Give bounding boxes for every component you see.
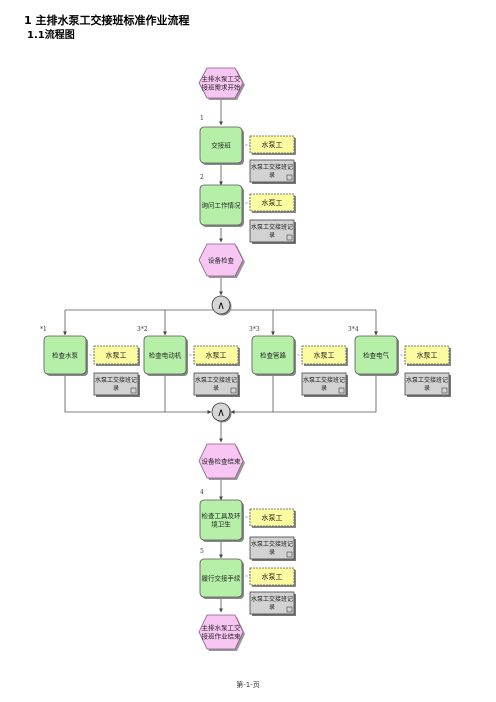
role-pump-operator-8: 水泵工 (249, 567, 296, 587)
document-label: 水泵工交接班记 (95, 376, 137, 384)
document-icon (286, 174, 293, 181)
role-label: 水泵工 (262, 140, 283, 149)
role-pump-operator-2: 水泵工 (249, 193, 296, 213)
document-icon (130, 387, 137, 394)
document-label: 录 (269, 171, 275, 179)
document-icon (338, 387, 345, 394)
role-pump-operator-1: 水泵工 (249, 135, 296, 155)
document-label: 水泵工交接班记 (406, 376, 448, 384)
function-label: 履行交接手续 (202, 573, 242, 582)
role-pump-operator-3: 水泵工 (93, 345, 140, 366)
role-pump-operator-5: 水泵工 (301, 345, 348, 366)
diagram-nodes: 主排水泵工交接班需求开始设备检查设备检查结束主排水泵工交接班作业结束∧∧1交接班… (40, 67, 451, 651)
function-label: 检查电动机 (149, 350, 182, 359)
function-elec: 检查电气 (354, 335, 399, 376)
function-label: 检查电气 (363, 350, 390, 359)
role-label: 水泵工 (417, 351, 438, 360)
document-icon (230, 387, 237, 394)
document-label: 录 (269, 231, 275, 239)
document-label: 录 (213, 384, 219, 392)
function-label: 境卫生 (211, 520, 231, 529)
event-label: 设备检查结束 (202, 456, 242, 465)
document-icon (441, 387, 448, 394)
function-label: 询问工作情况 (202, 200, 242, 209)
gateway-symbol: ∧ (217, 406, 225, 419)
event-label: 接班需求开始 (202, 83, 242, 92)
function-sign: 履行交接手续 (199, 558, 244, 599)
function-ask: 询问工作情况 (199, 184, 244, 227)
event-label: 主排水泵工交 (202, 623, 242, 632)
step-number: 4 (200, 489, 204, 496)
document-icon (286, 551, 293, 558)
section-heading: 1.1流程图 (27, 30, 75, 41)
event-label: 接班作业结束 (202, 632, 242, 641)
function-label: 检查工具及环 (202, 511, 242, 520)
step-number: 5 (200, 548, 204, 555)
document-label: 水泵工交接班记 (251, 595, 293, 603)
document-label: 水泵工交接班记 (195, 376, 237, 384)
page-heading: 1 主排水泵工交接班标准作业流程 (24, 14, 190, 27)
function-label: 交接班 (211, 140, 231, 149)
document-icon (286, 234, 293, 241)
gateway-and-1: ∧ (211, 295, 232, 316)
role-pump-operator-7: 水泵工 (249, 508, 296, 528)
connector (273, 374, 377, 413)
step-number: 2 (200, 174, 204, 181)
function-motor: 检查电动机 (143, 335, 188, 376)
document-label: 水泵工交接班记 (251, 223, 293, 231)
process-flowchart: 主排水泵工交接班需求开始设备检查设备检查结束主排水泵工交接班作业结束∧∧1交接班… (40, 67, 451, 651)
document-label: 水泵工交接班记 (251, 540, 293, 548)
function-handover: 交接班 (199, 126, 244, 165)
function-pump: 检查水泵 (43, 335, 88, 376)
role-label: 水泵工 (262, 572, 283, 581)
role-pump-operator-6: 水泵工 (404, 345, 451, 366)
page-footer: 第-1-页 (236, 681, 260, 689)
event-check_end: 设备检查结束 (198, 443, 245, 480)
role-label: 水泵工 (314, 351, 335, 360)
role-pump-operator-4: 水泵工 (193, 345, 240, 366)
event-label: 主排水泵工交 (202, 74, 242, 83)
document-label: 录 (269, 603, 275, 611)
document-label: 录 (321, 384, 327, 392)
role-label: 水泵工 (262, 513, 283, 522)
function-label: 检查管路 (260, 350, 287, 359)
connector (64, 374, 212, 414)
document-icon (286, 606, 293, 613)
event-check: 设备检查 (198, 243, 245, 278)
gateway-symbol: ∧ (217, 299, 225, 312)
document-label: 录 (113, 384, 119, 392)
event-label: 设备检查 (208, 255, 235, 264)
function-pipe: 检查管路 (251, 335, 296, 376)
role-label: 水泵工 (206, 351, 227, 360)
step-number: 3*4 (348, 326, 359, 333)
document-label: 录 (269, 548, 275, 556)
function-label: 检查水泵 (52, 350, 79, 359)
step-number: 1 (200, 115, 204, 122)
connector-lines (63, 98, 405, 613)
document-label: 水泵工交接班记 (251, 163, 293, 171)
document-label: 录 (424, 384, 430, 392)
role-label: 水泵工 (262, 198, 283, 207)
step-number: 3*3 (249, 326, 260, 333)
gateway-and-2: ∧ (211, 402, 232, 423)
role-label: 水泵工 (106, 351, 127, 360)
step-number: *1 (40, 326, 47, 333)
document-label: 水泵工交接班记 (303, 376, 345, 384)
step-number: 3*2 (137, 326, 148, 333)
